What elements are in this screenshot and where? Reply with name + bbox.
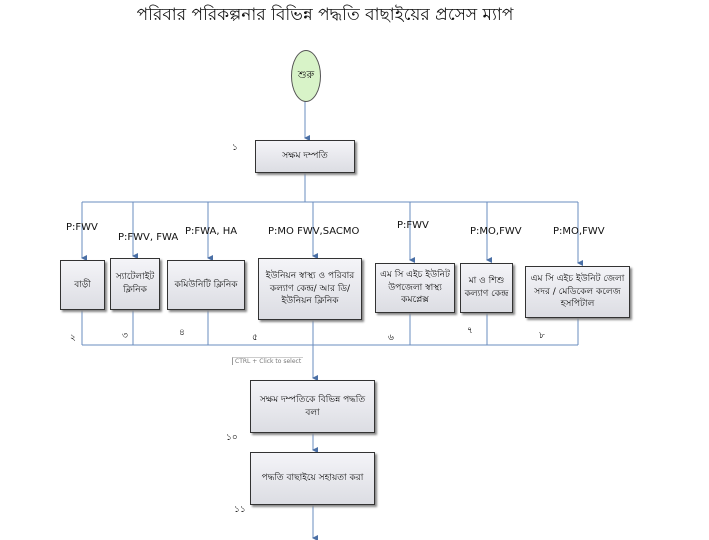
branch-role: P:FWV xyxy=(66,222,98,233)
step-number: ১০ xyxy=(226,433,238,443)
step-number: ৭ xyxy=(467,326,473,336)
branch-box-community[interactable]: কমিউনিটি ক্লিনিক xyxy=(167,260,245,310)
branch-role: P:MO FWV,SACMO xyxy=(268,226,360,237)
branch-role: P:FWV, FWA xyxy=(118,232,179,243)
branch-role: P:MO,FWV xyxy=(553,226,605,237)
step-number: ৮ xyxy=(539,331,545,341)
step-number: ১ xyxy=(232,143,238,153)
step-number: ১১ xyxy=(234,505,246,515)
tooltip: CTRL + Click to select xyxy=(232,357,304,365)
branch-box-union[interactable]: ইউনিয়ন স্বাস্থ্য ও পরিবার কল্যাণ কেন্দ্… xyxy=(258,258,362,320)
step-explain-methods[interactable]: সক্ষম দম্পতিকে বিভিন্ন পদ্ধতি বলা xyxy=(250,380,375,433)
page-title: পরিবার পরিকল্পনার বিভিন্ন পদ্ধতি বাছাইয়… xyxy=(136,5,514,25)
branch-box-satellite[interactable]: স্যাটেলাইট ক্লিনিক xyxy=(110,258,160,310)
branch-role: P:FWV xyxy=(397,220,429,231)
step-number: ৫ xyxy=(252,333,258,343)
branch-box-upazila[interactable]: এম সি এইচ ইউনিট উপজেলা স্বাস্থ্য কমপ্লেক… xyxy=(375,263,455,313)
step-help-choose[interactable]: পদ্ধতি বাছাইয়ে সহায়তা করা xyxy=(250,452,375,505)
step-number: ৬ xyxy=(388,333,394,343)
step-number: ৩ xyxy=(122,331,128,341)
branch-role: P:FWA, HA xyxy=(185,226,238,237)
branch-box-district[interactable]: এম সি এইচ ইউনিট জেলা সদর / মেডিকেল কলেজ … xyxy=(525,266,630,318)
start-node[interactable]: শুরু xyxy=(291,50,321,102)
step-eligible-couple[interactable]: সক্ষম দম্পতি xyxy=(255,140,355,173)
step-number: ২ xyxy=(70,333,76,343)
branch-box-home[interactable]: বাড়ী xyxy=(60,260,105,310)
branch-role: P:MO,FWV xyxy=(470,226,522,237)
branch-box-mcwc[interactable]: মা ও শিশু কল্যাণ কেন্দ্র xyxy=(460,263,513,313)
step-number: ৪ xyxy=(179,328,185,338)
